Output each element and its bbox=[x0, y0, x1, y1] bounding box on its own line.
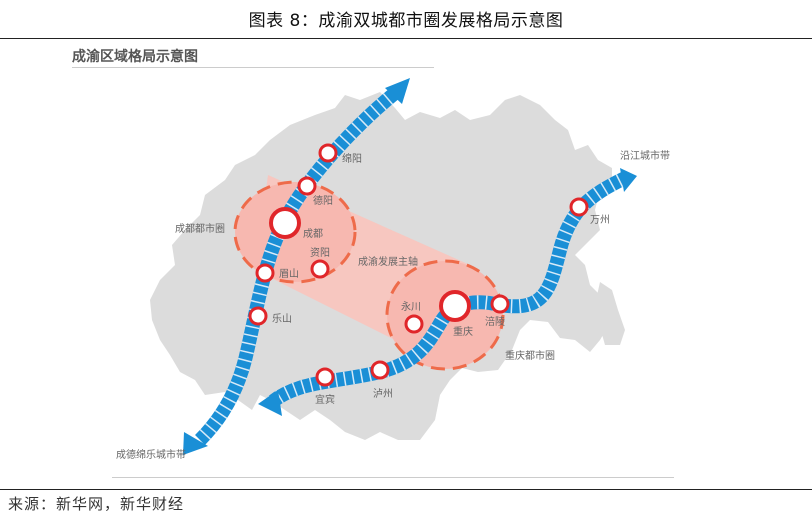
city-label-yibin: 宜宾 bbox=[315, 393, 335, 406]
city-node-wanzhou bbox=[569, 197, 589, 217]
arrow-west-icon bbox=[258, 390, 282, 416]
city-node-chongqing bbox=[439, 290, 471, 322]
arrow-east-icon bbox=[620, 168, 637, 192]
label-yanjiang-belt: 沿江城市带 bbox=[620, 149, 670, 162]
panel-bottom-rule bbox=[112, 477, 674, 478]
city-node-deyang bbox=[297, 176, 317, 196]
city-label-leshan: 乐山 bbox=[272, 313, 292, 325]
city-node-fuling bbox=[490, 294, 510, 314]
panel-top-rule bbox=[72, 67, 434, 68]
city-label-yongchuan: 永川 bbox=[401, 300, 421, 313]
figure-title: 图表 8：成渝双城都市圈发展格局示意图 bbox=[248, 11, 564, 31]
city-label-ziyang: 资阳 bbox=[310, 247, 330, 259]
arrow-southwest-icon bbox=[183, 432, 208, 455]
city-label-luzhou: 泸州 bbox=[373, 388, 393, 400]
city-node-mianyang bbox=[318, 143, 338, 163]
city-label-fuling: 涪陵 bbox=[485, 315, 505, 328]
city-label-chongqing: 重庆 bbox=[453, 325, 473, 338]
city-node-ziyang bbox=[310, 259, 330, 279]
belt-yanjiang-stripes bbox=[267, 171, 629, 408]
panel-title: 成渝区域格局示意图 bbox=[72, 49, 198, 65]
label-chongqing-metro: 重庆都市圈 bbox=[505, 349, 555, 362]
region-landmass-east bbox=[596, 282, 625, 345]
city-node-chengdu bbox=[269, 207, 301, 239]
source-note: 来源：新华网，新华财经 bbox=[8, 495, 185, 513]
bottom-rule bbox=[0, 489, 812, 490]
label-chengdemianle-belt: 成德绵乐城市带 bbox=[116, 448, 186, 461]
city-label-chengdu: 成都 bbox=[303, 228, 323, 240]
city-label-wanzhou: 万州 bbox=[590, 214, 610, 226]
city-node-luzhou bbox=[370, 360, 390, 380]
city-node-yibin bbox=[315, 367, 335, 387]
top-rule bbox=[0, 38, 812, 39]
city-node-leshan bbox=[248, 306, 268, 326]
city-label-meishan: 眉山 bbox=[279, 268, 299, 280]
city-node-yongchuan bbox=[404, 314, 424, 334]
label-development-axis: 成渝发展主轴 bbox=[358, 255, 418, 268]
arrow-north-icon bbox=[385, 78, 410, 104]
city-node-meishan bbox=[255, 263, 275, 283]
city-label-mianyang: 绵阳 bbox=[342, 152, 362, 165]
city-label-deyang: 德阳 bbox=[313, 194, 333, 207]
label-chengdu-metro: 成都都市圈 bbox=[175, 222, 225, 235]
